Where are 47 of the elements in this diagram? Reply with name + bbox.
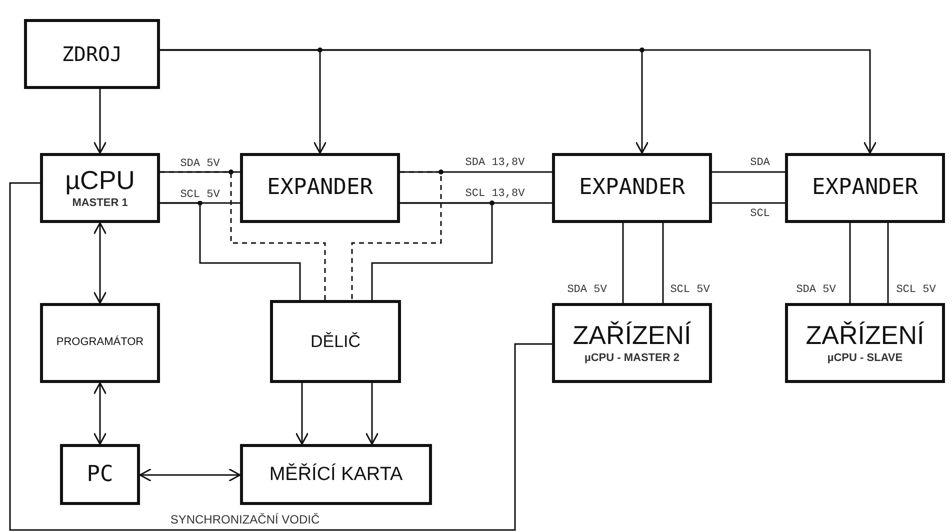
connector-line [9,182,552,531]
block-title: ZAŘÍZENÍ [806,322,924,350]
block-title: ZDROJ [62,44,122,64]
block-subtitle: µCPU - MASTER 2 [584,352,680,364]
block-title: EXPANDER [579,176,685,200]
connector-line [712,202,785,204]
block-box [240,444,432,505]
edge-label: SCL 13,8V [464,188,526,200]
connector-line [712,171,785,173]
block-title: EXPANDER [267,176,373,200]
connector-line [351,171,442,300]
arrow [139,468,241,482]
edge-label: SYNCHRONIZAČNÍ VODIČ [169,513,321,527]
block-box [40,153,160,223]
arrow [93,222,107,304]
connector-line [887,223,889,303]
block-title: MĚŘÍCÍ KARTA [269,464,403,484]
connector-line [622,223,624,303]
arrow [295,383,309,445]
block-title: EXPANDER [812,176,918,200]
block-subtitle: µCPU - SLAVE [827,352,903,364]
arrow [93,89,107,154]
block-title: DĚLIČ [310,332,361,350]
block-title: ZAŘÍZENÍ [572,322,692,350]
block-box [40,303,160,383]
block-box [552,153,712,223]
arrow [365,383,379,445]
block-box [552,303,712,383]
block-title: µCPU [65,167,135,195]
block-box [60,444,140,505]
block-box [785,153,945,223]
block-box [240,153,400,223]
block-title: PC [86,462,114,486]
block-box [785,303,945,383]
connector-line [160,202,301,300]
connector-line [662,223,664,303]
arrow [160,49,877,154]
arrow [93,382,107,445]
edge-label: SDA 13,8V [464,156,526,170]
connector-line [160,171,326,300]
block-subtitle: MASTER 1 [72,196,128,209]
edge-label: SCL 5V [179,188,221,202]
block-box [270,300,401,383]
connector-line [849,223,851,303]
block-title: PROGRAMÁTOR [56,337,144,349]
connector-line [371,202,493,300]
block-box [24,19,160,89]
